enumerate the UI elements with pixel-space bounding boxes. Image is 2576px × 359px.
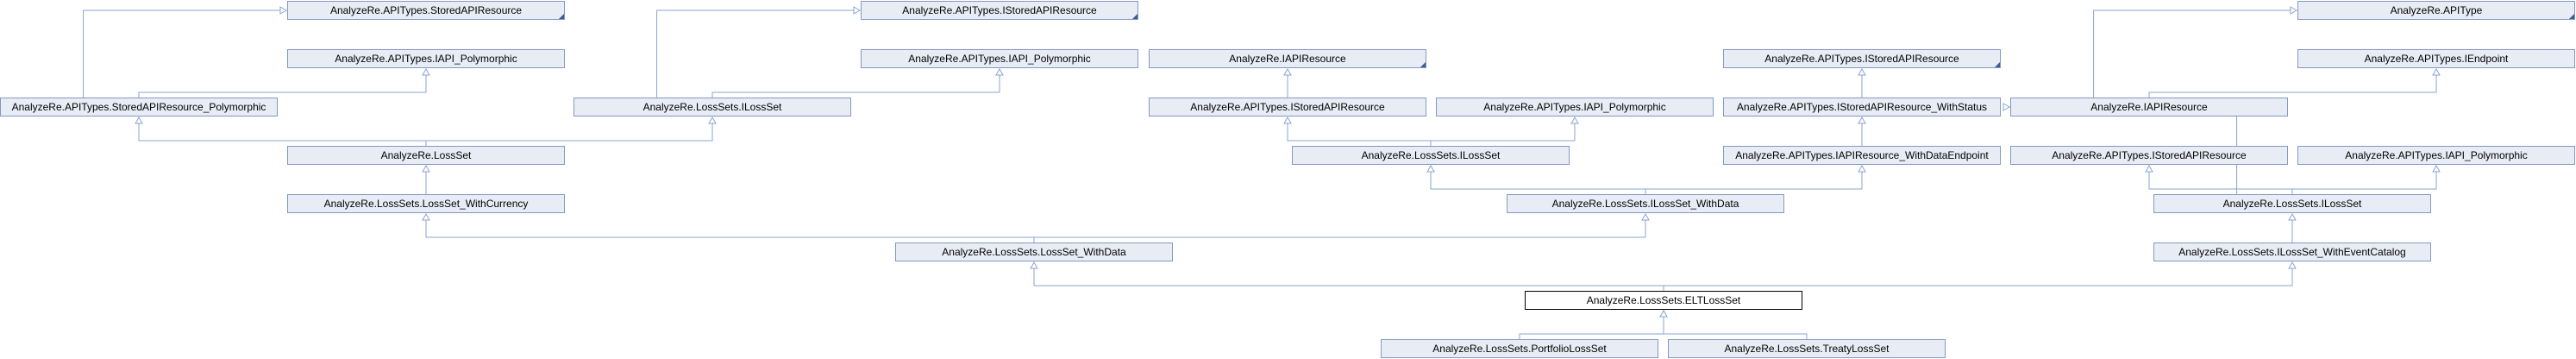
inheritance-edge — [1283, 67, 1292, 98]
inheritance-edge — [1030, 261, 1664, 291]
inheritance-edge — [1426, 164, 1646, 194]
class-node-label: AnalyzeRe.LossSets.ILossSet — [2222, 198, 2362, 210]
class-node-n27[interactable]: AnalyzeRe.LossSets.TreatyLossSet — [1668, 339, 1946, 358]
class-node-label: AnalyzeRe.APITypes.IStoredAPIResource — [2052, 149, 2247, 161]
class-node-n10[interactable]: AnalyzeRe.LossSets.ILossSet — [573, 98, 851, 117]
class-node-n06[interactable]: AnalyzeRe.IAPIResource — [1149, 49, 1426, 68]
class-node-n03[interactable]: AnalyzeRe.APIType — [2297, 1, 2575, 20]
class-node-n26[interactable]: AnalyzeRe.LossSets.PortfolioLossSet — [1381, 339, 1658, 358]
inheritance-edge — [656, 6, 862, 98]
class-node-label: AnalyzeRe.APITypes.StoredAPIResource — [329, 4, 523, 16]
class-node-label: AnalyzeRe.APIType — [2390, 4, 2483, 16]
class-node-n18[interactable]: AnalyzeRe.APITypes.IStoredAPIResource — [2010, 146, 2288, 165]
inheritance-edge — [422, 212, 1035, 242]
class-node-n08[interactable]: AnalyzeRe.APITypes.IEndpoint — [2297, 49, 2575, 68]
inheritance-edge — [1659, 309, 1808, 339]
class-node-n21[interactable]: AnalyzeRe.LossSets.ILossSet_WithData — [1507, 194, 1784, 213]
class-node-n12[interactable]: AnalyzeRe.APITypes.IAPI_Polymorphic — [1436, 98, 1714, 117]
truncated-corner-icon — [559, 14, 564, 19]
class-node-label: AnalyzeRe.APITypes.IStoredAPIResource_Wi… — [1736, 101, 1988, 113]
class-node-n14[interactable]: AnalyzeRe.IAPIResource — [2010, 98, 2288, 117]
inheritance-edge — [425, 116, 717, 146]
class-node-n04[interactable]: AnalyzeRe.APITypes.IAPI_Polymorphic — [287, 49, 565, 68]
truncated-corner-icon — [1420, 62, 1426, 67]
inheritance-edge — [2145, 164, 2293, 194]
class-node-n19[interactable]: AnalyzeRe.APITypes.IAPI_Polymorphic — [2297, 146, 2575, 165]
class-node-n09[interactable]: AnalyzeRe.APITypes.StoredAPIResource_Pol… — [0, 98, 278, 117]
class-node-label: AnalyzeRe.APITypes.IEndpoint — [2364, 53, 2509, 65]
inheritance-edge — [1663, 261, 2297, 291]
truncated-corner-icon — [2569, 14, 2574, 19]
class-node-label: AnalyzeRe.LossSets.LossSet_WithCurrency — [323, 198, 529, 210]
inheritance-edge — [83, 6, 288, 98]
inheritance-edge — [711, 67, 1004, 98]
class-node-label: AnalyzeRe.LossSets.LossSet_WithData — [942, 246, 1126, 258]
class-node-n24[interactable]: AnalyzeRe.LossSets.ILossSet_WithEventCat… — [2153, 242, 2431, 261]
class-node-label: AnalyzeRe.APITypes.IAPI_Polymorphic — [1483, 101, 1666, 113]
class-node-n02[interactable]: AnalyzeRe.APITypes.IStoredAPIResource — [861, 1, 1138, 20]
inheritance-edge — [1645, 164, 1866, 194]
class-node-label: AnalyzeRe.IAPIResource — [1229, 53, 1346, 65]
truncated-corner-icon — [1132, 14, 1138, 19]
truncated-corner-icon — [1995, 62, 2000, 67]
class-node-n13[interactable]: AnalyzeRe.APITypes.IStoredAPIResource_Wi… — [1723, 98, 2001, 117]
class-node-n16[interactable]: AnalyzeRe.LossSets.ILossSet — [1292, 146, 1570, 165]
inheritance-edge — [1033, 212, 1650, 242]
inheritance-edge — [2291, 164, 2441, 194]
inheritance-edge — [422, 164, 430, 194]
class-node-n07[interactable]: AnalyzeRe.APITypes.IStoredAPIResource — [1723, 49, 2001, 68]
class-node-label: AnalyzeRe.APITypes.IAPI_Polymorphic — [908, 53, 1091, 65]
class-node-label: AnalyzeRe.LossSets.ELTLossSet — [1586, 294, 1741, 306]
inheritance-edge — [135, 116, 427, 146]
class-node-label: AnalyzeRe.APITypes.IStoredAPIResource — [1190, 101, 1385, 113]
class-node-label: AnalyzeRe.APITypes.IAPIResource_WithData… — [1735, 149, 1989, 161]
inheritance-edge — [1283, 116, 1432, 146]
class-node-label: AnalyzeRe.LossSets.PortfolioLossSet — [1432, 343, 1607, 355]
inheritance-edge — [1519, 309, 1668, 339]
class-node-label: AnalyzeRe.LossSets.ILossSet_WithEventCat… — [2178, 246, 2406, 258]
class-node-label: AnalyzeRe.APITypes.IAPI_Polymorphic — [335, 53, 517, 65]
class-node-n01[interactable]: AnalyzeRe.APITypes.StoredAPIResource — [287, 1, 565, 20]
class-node-n22[interactable]: AnalyzeRe.LossSets.ILossSet — [2153, 194, 2431, 213]
inheritance-edge — [1858, 116, 1866, 146]
class-node-label: AnalyzeRe.LossSets.ILossSet — [1361, 149, 1501, 161]
inheritance-edge — [138, 67, 430, 98]
class-node-n11[interactable]: AnalyzeRe.APITypes.IStoredAPIResource — [1149, 98, 1426, 117]
class-node-label: AnalyzeRe.LossSets.TreatyLossSet — [1724, 343, 1890, 355]
class-node-label: AnalyzeRe.LossSet — [380, 149, 472, 161]
class-node-n23[interactable]: AnalyzeRe.LossSets.LossSet_WithData — [895, 242, 1173, 261]
class-node-n25: AnalyzeRe.LossSets.ELTLossSet — [1525, 291, 1802, 310]
class-node-label: AnalyzeRe.APITypes.IAPI_Polymorphic — [2345, 149, 2528, 161]
class-node-label: AnalyzeRe.APITypes.IStoredAPIResource — [902, 4, 1097, 16]
inheritance-edge — [1430, 116, 1579, 146]
class-node-n15[interactable]: AnalyzeRe.LossSet — [287, 146, 565, 165]
class-node-label: AnalyzeRe.LossSets.ILossSet — [642, 101, 782, 113]
class-node-label: AnalyzeRe.APITypes.StoredAPIResource_Pol… — [11, 101, 266, 113]
class-node-n05[interactable]: AnalyzeRe.APITypes.IAPI_Polymorphic — [861, 49, 1138, 68]
class-node-label: AnalyzeRe.APITypes.IStoredAPIResource — [1764, 53, 1959, 65]
class-node-label: AnalyzeRe.IAPIResource — [2090, 101, 2208, 113]
class-node-n17[interactable]: AnalyzeRe.APITypes.IAPIResource_WithData… — [1723, 146, 2001, 165]
inheritance-edge — [1858, 67, 1866, 98]
class-node-n20[interactable]: AnalyzeRe.LossSets.LossSet_WithCurrency — [287, 194, 565, 213]
inheritance-edge — [2288, 212, 2297, 242]
inheritance-edge — [2093, 6, 2298, 98]
class-node-label: AnalyzeRe.LossSets.ILossSet_WithData — [1551, 198, 1739, 210]
inheritance-edge — [2148, 67, 2441, 98]
